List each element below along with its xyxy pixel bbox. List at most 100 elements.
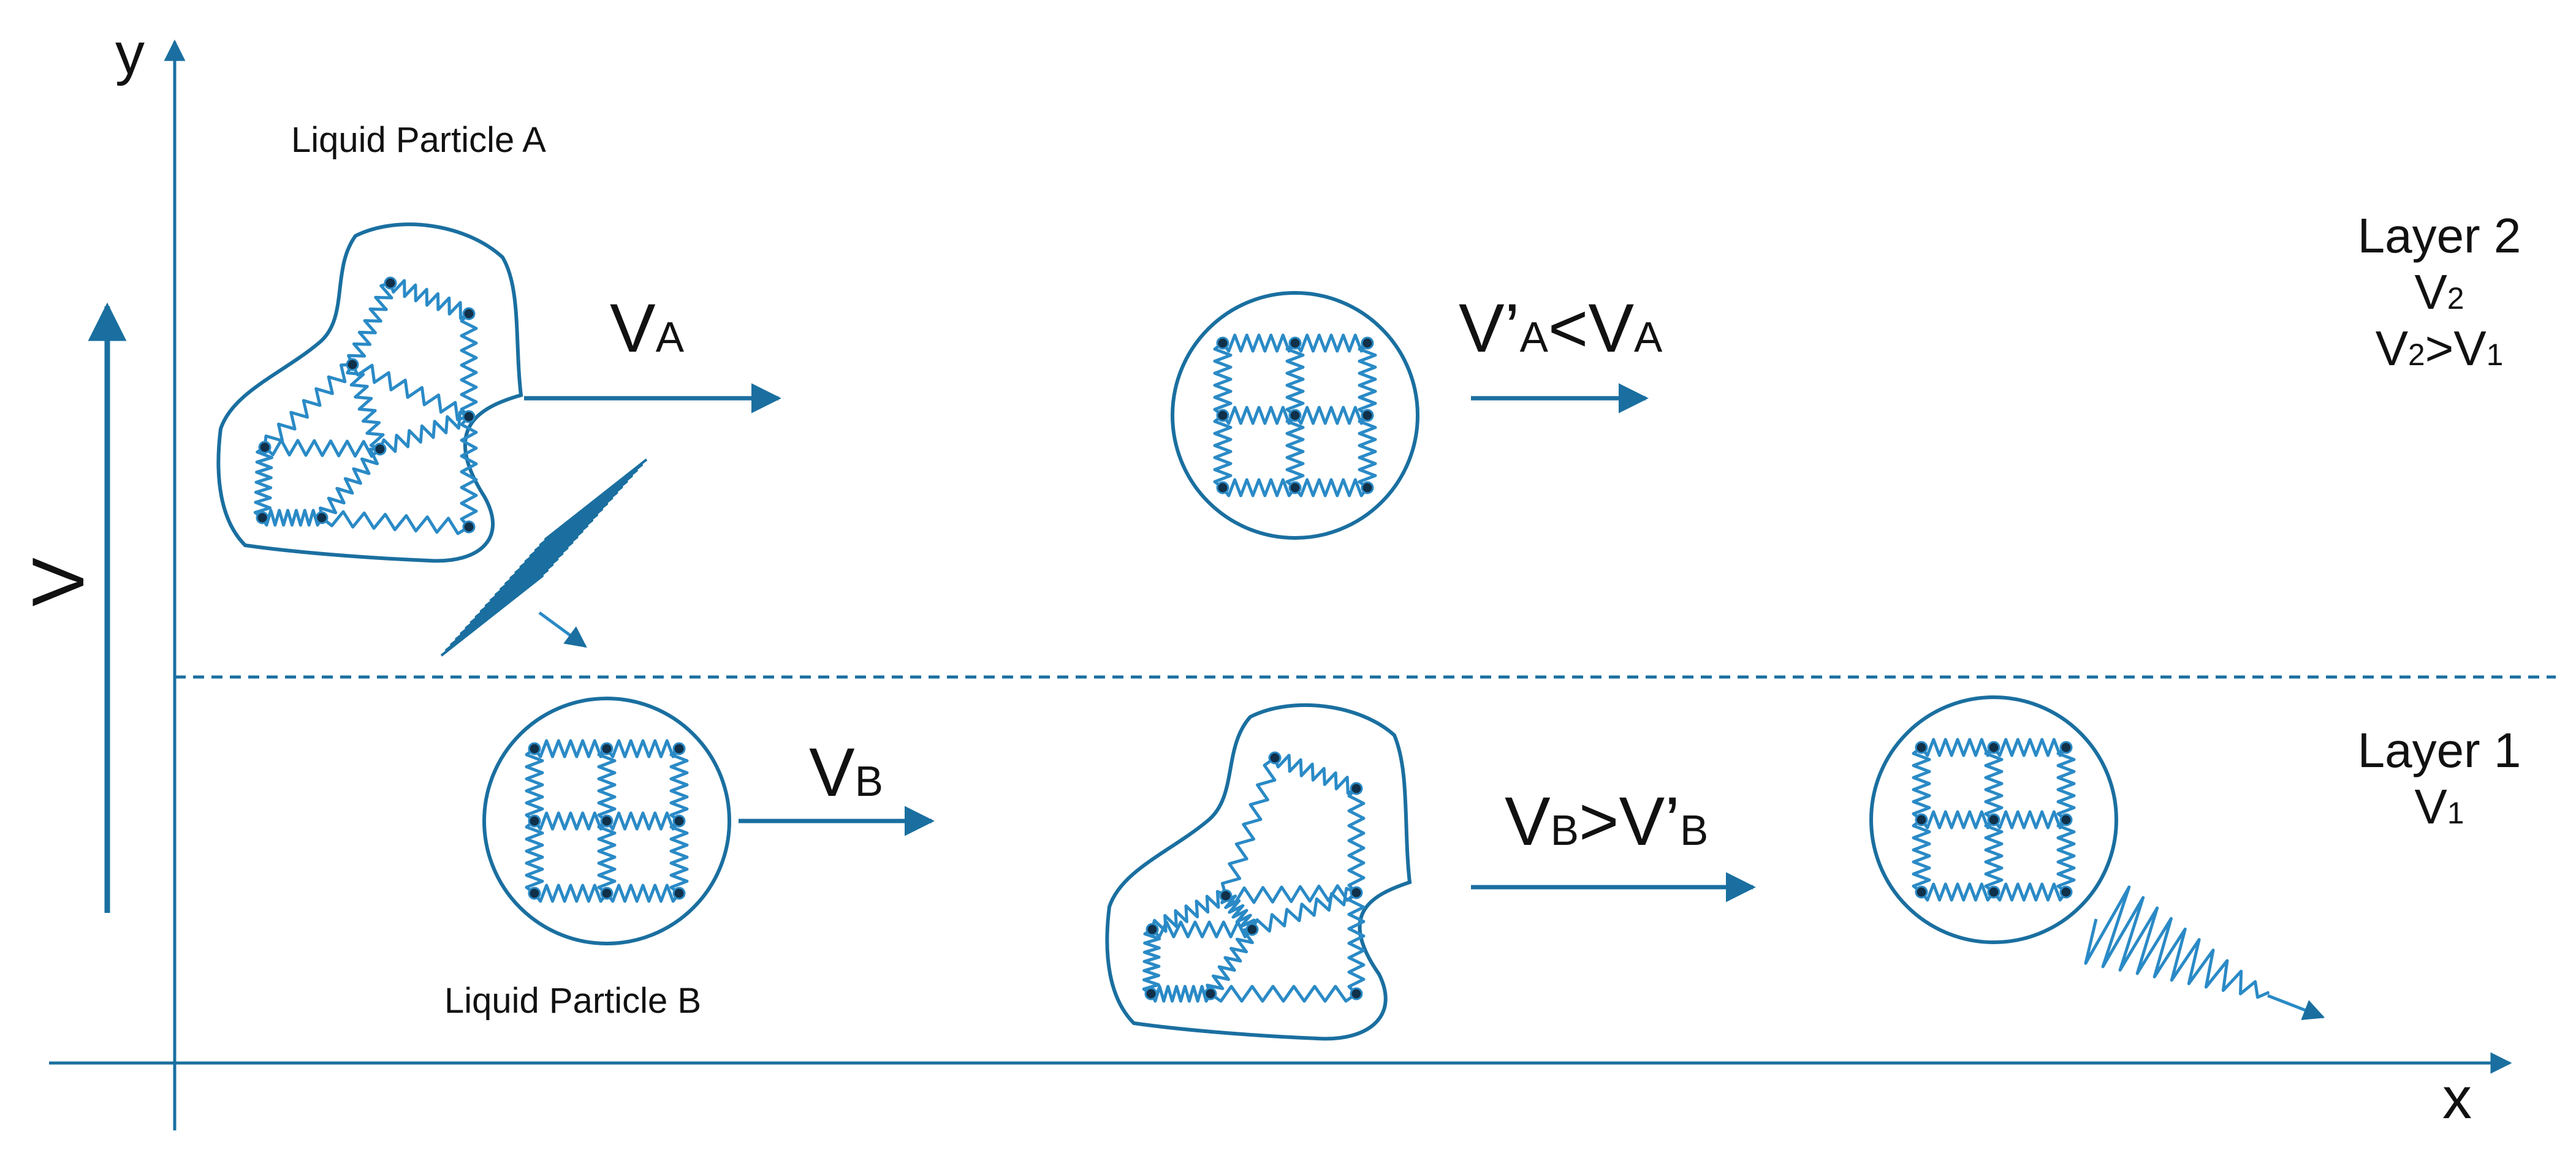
node [1361,336,1374,350]
spring [319,447,381,518]
layer1-v-sub: 1 [2447,796,2464,830]
particle-a-relaxed [1171,291,1419,540]
spring [1358,342,1377,417]
node [1216,409,1229,422]
spring [1993,810,2067,830]
spring [1206,928,1254,994]
layer1-velocity: V1 [2329,782,2550,831]
spring [1920,810,1995,830]
node [1288,336,1302,350]
spring [533,883,608,903]
spring [253,445,273,520]
node [1361,409,1374,422]
node [1350,886,1363,899]
spring [1142,928,1161,996]
spring [1993,738,2067,757]
node [384,276,397,290]
scribble-stroke [440,458,648,657]
node [1915,813,1928,827]
vb-prime-label: VB>V’B [1505,787,1708,856]
particle-a-deformed [216,222,648,657]
node [1915,885,1928,899]
vb-sub: B [854,757,884,805]
spring [1222,406,1296,425]
node [315,511,329,524]
layer1-v-main: V [2414,779,2447,834]
node [600,742,614,755]
spring [1213,414,1233,489]
spring [1225,884,1358,905]
node [1216,336,1229,350]
spring [1285,414,1305,489]
spring [321,510,470,535]
node [462,520,476,534]
node [1268,751,1282,765]
va-prime-label: V’A<VA [1459,294,1662,363]
spring [378,410,470,453]
node [1245,923,1259,936]
spring [1222,478,1296,497]
vb-prime-sub1: B [1550,806,1579,854]
node [346,358,359,371]
node [462,410,476,423]
node [1987,741,2000,754]
node [258,441,272,454]
spring [1920,738,1995,757]
node [373,442,387,456]
node [1219,889,1233,902]
layer2-comparison: V2>V1 [2329,324,2550,373]
particle-b-deformed-springs [1142,754,1366,1003]
spring [1273,754,1358,795]
particle-b-recovered-springs [1912,738,2076,902]
node [1204,987,1217,1001]
node [528,814,541,828]
spring [1294,478,1369,497]
node [462,307,476,320]
spring [347,281,393,366]
node [1987,885,2000,899]
node [1915,741,1928,754]
node [1987,813,2000,827]
particle-b-deformed-nodes [1144,751,1363,1001]
particle-a-energy-arrow [538,611,587,648]
y-axis-label: y [115,21,145,86]
wave-stroke [2084,885,2270,999]
x-axis-label: x [2442,1065,2472,1131]
spring [460,312,478,418]
layer2-v-sub: 2 [2447,281,2464,316]
spring [1294,406,1369,425]
va-label: VA [610,294,684,363]
spring [1993,882,2067,902]
va-sub: A [655,313,685,361]
particle-a-springs [253,279,478,535]
spring [1912,746,1931,821]
spring [2056,819,2076,893]
node [1144,987,1158,1001]
velocity-axis-label: V [17,557,100,607]
spring [1347,891,1366,995]
layer2-cmp-op: >V [2425,321,2487,376]
spring [263,363,353,448]
spring [669,820,689,895]
layer1-title: Layer 1 [2357,723,2521,777]
spring [597,820,617,895]
vb-prime-sub2: B [1680,806,1709,854]
node [1361,481,1374,494]
layer1-block: Layer 1 V1 [2329,726,2550,831]
spring [1285,342,1305,417]
node [672,742,686,755]
spring [1220,895,1256,933]
particle-a-nodes [256,276,476,534]
particle-b-springs [525,739,689,903]
spring [606,811,680,831]
spring [1250,887,1357,933]
spring [525,747,544,822]
node [2059,741,2073,754]
node [672,814,686,828]
spring [346,363,385,451]
spring [260,509,324,527]
spring [1220,756,1277,896]
spring [389,279,470,320]
layer2-cmp-sb: 1 [2486,338,2504,372]
va-prime-sub2: A [1634,313,1663,361]
